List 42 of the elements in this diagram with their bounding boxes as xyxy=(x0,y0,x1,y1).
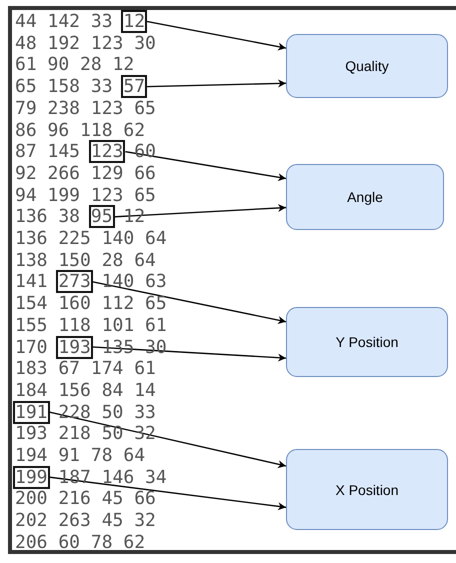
data-value: 141 xyxy=(15,271,48,292)
data-value: 79 238 123 65 xyxy=(15,98,156,119)
field-box: Y Position xyxy=(286,307,448,377)
data-value: 228 50 33 xyxy=(58,402,156,423)
data-value: 48 192 123 30 xyxy=(15,32,156,54)
data-value: 183 67 174 61 xyxy=(15,358,156,380)
data-value: 206 60 78 62 xyxy=(15,532,146,553)
highlighted-value: 199 xyxy=(13,466,50,489)
arrow xyxy=(49,411,286,468)
data-value: 92 266 129 66 xyxy=(15,162,156,184)
highlighted-value: 12 xyxy=(121,10,148,33)
field-box: X Position xyxy=(286,449,448,530)
highlighted-value: 57 xyxy=(121,75,148,98)
data-value: 170 xyxy=(15,336,48,358)
data-value: 154 160 112 65 xyxy=(15,293,167,314)
highlighted-value: 191 xyxy=(13,400,50,424)
data-value: 87 145 xyxy=(15,141,80,162)
data-value: 136 225 140 64 xyxy=(15,228,167,249)
data-value: 94 199 123 65 xyxy=(15,184,156,206)
data-value: 61 90 28 12 xyxy=(15,54,134,76)
arrow xyxy=(49,476,286,510)
arrow xyxy=(125,151,286,182)
data-value: 200 216 45 66 xyxy=(15,488,156,510)
field-box: Angle xyxy=(286,164,444,230)
arrow xyxy=(92,281,286,324)
arrow xyxy=(147,79,286,88)
data-value: 86 96 118 62 xyxy=(15,120,146,140)
data-value: 155 118 101 61 xyxy=(15,314,167,336)
field-box: Quality xyxy=(286,34,448,98)
data-value: 194 91 78 64 xyxy=(15,445,146,466)
data-value: 140 63 xyxy=(102,271,167,292)
data-value: 138 150 28 64 xyxy=(15,250,156,271)
data-value: 202 263 45 32 xyxy=(15,510,156,532)
highlighted-value: 123 xyxy=(88,140,126,164)
data-value: 44 142 33 xyxy=(15,11,113,32)
data-value: 136 38 xyxy=(15,206,80,228)
highlighted-value: 273 xyxy=(56,270,93,294)
data-value: 65 158 33 xyxy=(15,76,113,98)
highlighted-value: 193 xyxy=(56,336,93,358)
highlighted-value: 95 xyxy=(88,205,115,228)
data-value: 184 156 84 14 xyxy=(15,380,156,401)
arrow xyxy=(146,20,286,50)
